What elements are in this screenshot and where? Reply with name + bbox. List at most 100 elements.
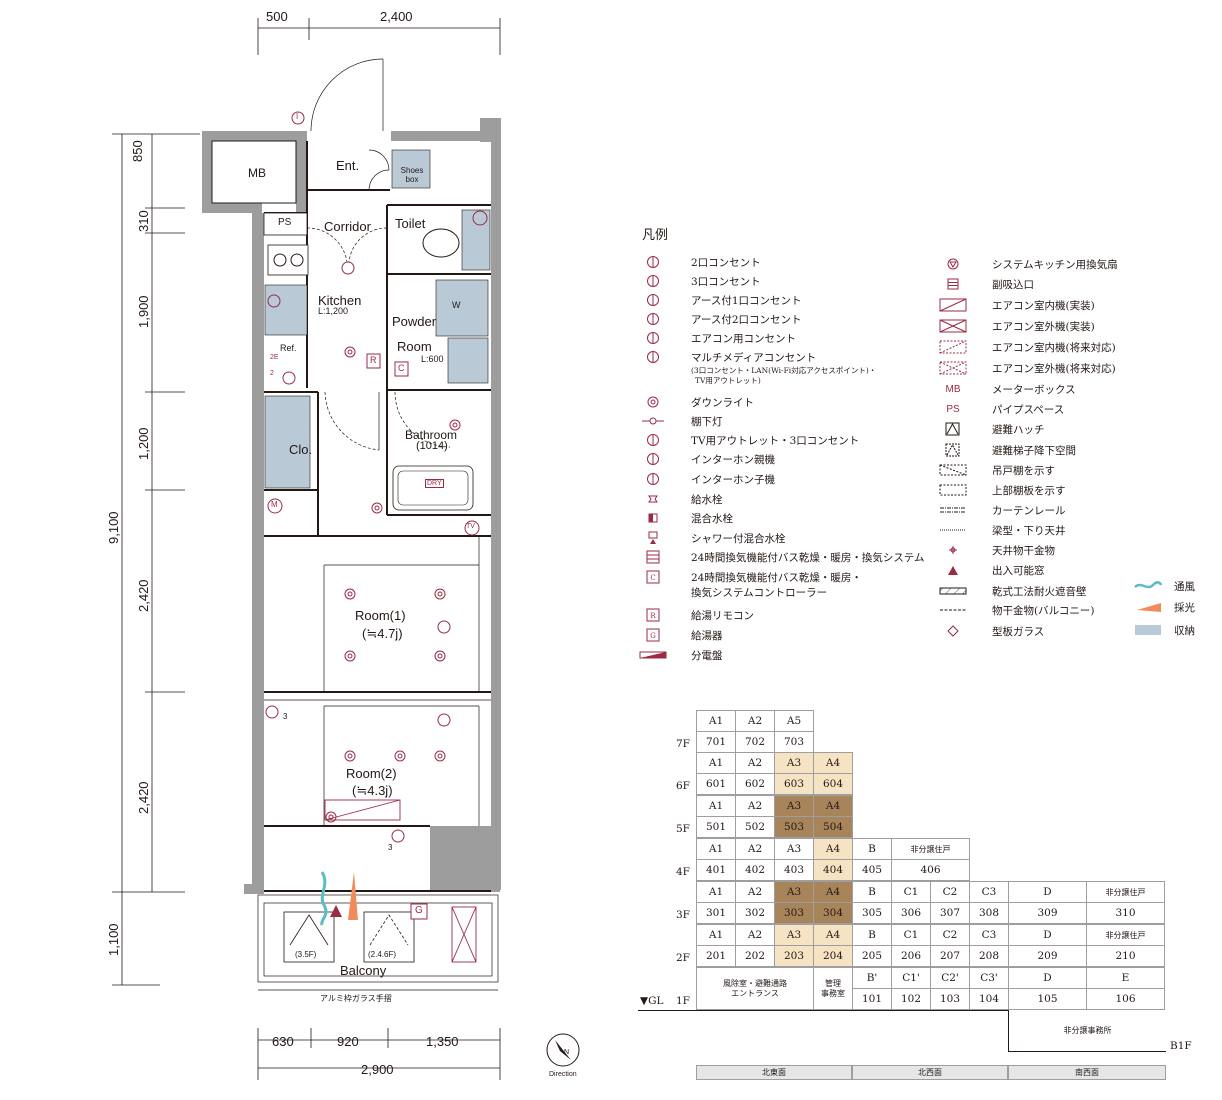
outlet-3-icon	[630, 274, 676, 288]
unit-type-cell: C2	[930, 924, 970, 946]
legend-label: エアコン室内機(実装)	[992, 299, 1095, 312]
legend-label: パイプスペース	[992, 403, 1065, 416]
storage-icon	[1130, 624, 1166, 636]
unit-type-cell: C3	[969, 924, 1009, 946]
upper-shelf-icon	[930, 483, 976, 497]
curtain-rail-icon	[930, 503, 976, 517]
outlet-earth2-icon	[630, 312, 676, 326]
unit-type-cell: C3'	[969, 967, 1009, 989]
downlight-icon	[630, 395, 676, 409]
unit-type-cell: B	[852, 924, 892, 946]
facade-label: 北西面	[852, 1065, 1008, 1080]
outlet-earth1-icon	[630, 293, 676, 307]
unit-number-cell: 308	[969, 902, 1009, 924]
label-ps: PS	[278, 217, 292, 228]
legend-label: インターホン子機	[691, 473, 775, 486]
dim-left-1100: 1,100	[106, 923, 121, 956]
legend-item: 乾式工法耐火遮音壁	[930, 582, 1087, 600]
svg-text:R: R	[650, 612, 656, 620]
ground-line	[638, 1010, 1166, 1011]
unit-type-cell: D	[1008, 881, 1087, 903]
legend-label: シャワー付混合水栓	[691, 532, 786, 545]
outlet-2-icon	[630, 255, 676, 269]
ps-symbol: PS	[946, 403, 960, 415]
legend-label: エアコン室外機(実装)	[992, 320, 1095, 333]
legend-label: システムキッチン用換気扇	[992, 258, 1118, 271]
mb-symbol: MB	[945, 383, 961, 395]
label-room-2-size: (≒4.3j)	[352, 783, 393, 798]
label-room-1-size: (≒4.7j)	[362, 626, 403, 641]
legend-label: 2口コンセント	[691, 256, 761, 269]
label-kitchen-length: L:1,200	[318, 306, 349, 316]
unit-number-cell: 105	[1008, 988, 1087, 1010]
unit-number-cell: 307	[930, 902, 970, 924]
floor-label: 1F	[676, 995, 690, 1007]
unit-type-cell: C2'	[930, 967, 970, 989]
unit-type-cell: A5	[774, 710, 814, 732]
legend-item: 梁型・下り天井	[930, 521, 1066, 539]
dim-left-850: 850	[130, 140, 145, 162]
dim-left-2420a: 2,420	[136, 579, 151, 612]
dim-bottom-total: 2,900	[361, 1062, 394, 1077]
label-c: C	[398, 363, 405, 373]
legend-item: 棚下灯	[630, 412, 723, 430]
legend-label: アース付1口コンセント	[691, 294, 802, 307]
legend-item: インターホン子機	[630, 470, 775, 488]
label-r: R	[370, 355, 377, 365]
label-3-a: 3	[283, 712, 288, 721]
legend-item: 収納	[1130, 621, 1195, 639]
b1-office-cell: 非分譲事務所	[1008, 1010, 1166, 1052]
unit-type-cell: C1	[891, 881, 931, 903]
legend-label: 24時間換気機能付バス乾燥・暖房・換気システムコントローラー	[691, 570, 862, 600]
unit-type-cell: A1	[696, 924, 736, 946]
legend-label-line: 換気システムコントローラー	[691, 587, 828, 599]
unit-type-cell: A4	[813, 924, 853, 946]
unit-number-cell: 306	[891, 902, 931, 924]
unit-type-cell: C2	[930, 881, 970, 903]
legend-label: 物干金物(バルコニー)	[992, 604, 1095, 617]
legend-label: 天井物干金物	[992, 544, 1055, 557]
svg-text:G: G	[650, 632, 656, 640]
legend-item: 副吸込口	[930, 275, 1034, 293]
legend-label: エアコン室外機(将来対応)	[992, 362, 1116, 375]
label-toilet: Toilet	[395, 216, 426, 231]
legend-item: システムキッチン用換気扇	[930, 255, 1118, 273]
label-room-1: Room(1)	[355, 608, 406, 623]
legend-item: 2口コンセント	[630, 253, 761, 271]
legend-label: アース付2口コンセント	[691, 313, 802, 326]
legend-item: カーテンレール	[930, 501, 1066, 519]
entrance-line: エントランス	[731, 988, 779, 998]
label-room-2: Room(2)	[346, 766, 397, 781]
unit-number-cell: 402	[735, 859, 775, 881]
unit-number-cell: 601	[696, 773, 736, 795]
legend-label: 3口コンセント	[691, 275, 761, 288]
ladder-space-icon	[930, 443, 976, 457]
unit-number-cell: 209	[1008, 945, 1087, 967]
legend-label: 給水栓	[691, 493, 723, 506]
legend-label: 棚下灯	[691, 415, 723, 428]
unit-type-cell: D	[1008, 924, 1087, 946]
legend-item: 通風	[1130, 577, 1195, 595]
dim-bottom-630: 630	[272, 1034, 294, 1049]
ac-indoor-icon	[930, 298, 976, 312]
dim-left-310: 310	[136, 210, 151, 232]
unit-type-cell: C1'	[891, 967, 931, 989]
unit-number-cell: 503	[774, 816, 814, 838]
ac-outdoor-future-icon	[930, 361, 976, 375]
svg-text:C: C	[650, 574, 655, 582]
legend-item: C 24時間換気機能付バス乾燥・暖房・換気システムコントローラー	[630, 570, 862, 600]
patterned-glass-icon	[930, 624, 976, 638]
unit-type-cell: B	[852, 838, 892, 860]
ground-level-label: ▼GL	[640, 995, 664, 1007]
floor-label: 5F	[676, 823, 690, 835]
legend-label: 梁型・下り天井	[992, 524, 1066, 537]
unit-type-cell: B'	[852, 967, 892, 989]
legend-label: インターホン親機	[691, 453, 775, 466]
legend-label: 出入可能窓	[992, 564, 1045, 577]
legend-item: 3口コンセント	[630, 272, 761, 290]
unit-number-cell: 205	[852, 945, 892, 967]
unit-number-cell: 401	[696, 859, 736, 881]
legend-label: 上部棚板を示す	[992, 484, 1066, 497]
floor-label: B1F	[1170, 1040, 1192, 1052]
bath-controller-icon: C	[630, 570, 676, 584]
